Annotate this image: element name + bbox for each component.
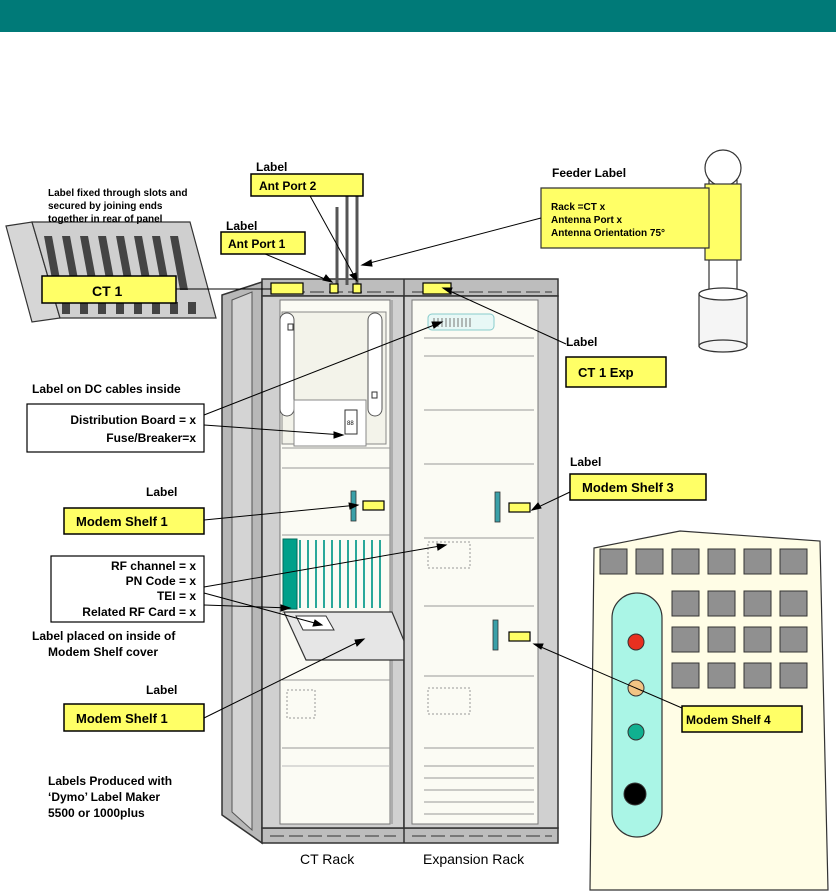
dymo-note-line-3: 5500 or 1000plus (48, 806, 145, 820)
feeder-line-3: Antenna Orientation 75° (551, 228, 665, 239)
modem-shelf-1-box-b (63, 703, 205, 732)
slot-note-line-1: Label fixed through slots and (48, 188, 187, 199)
label-word-modem-shelf-1a: Label (146, 485, 177, 499)
cable-tie-slot-panel (5, 221, 217, 323)
dymo-note-line-2: ‘Dymo’ Label Maker (48, 790, 160, 804)
modem-shelf-1a-text: Modem Shelf 1 (76, 514, 168, 529)
feeder-line-2: Antenna Port x (551, 215, 623, 226)
ant-port-1-box (220, 231, 306, 255)
header-bar (0, 0, 836, 32)
slot-note-line-3: together in rear of panel (48, 214, 163, 225)
modem-shelf-4-box (681, 705, 803, 733)
leader-lines (176, 193, 683, 719)
label-word-ct1-exp: Label (566, 335, 597, 349)
modem-shelf-4-text: Modem Shelf 4 (686, 713, 771, 727)
ant-port-2-box (250, 173, 364, 197)
rf-line-3: TEI = x (157, 589, 196, 603)
slot-note-line-2: secured by joining ends (48, 201, 163, 212)
modem-shelf-1b-text: Modem Shelf 1 (76, 711, 168, 726)
rf-line-4: Related RF Card = x (82, 605, 196, 619)
rf-label-box (50, 555, 205, 623)
modem-shelf-3-box (569, 473, 707, 501)
rack-enclosure: 88 (221, 180, 559, 845)
dc-cable-label-box (26, 403, 205, 453)
ct1-exp-text: CT 1 Exp (578, 365, 634, 380)
label-word-ant-port-1: Label (226, 219, 257, 233)
feeder-cable (540, 149, 748, 353)
feeder-label-title: Feeder Label (552, 166, 626, 180)
expansion-rack-caption: Expansion Rack (423, 851, 525, 867)
ct1-label-text: CT 1 (92, 283, 123, 299)
feeder-line-1: Rack =CT x (551, 202, 606, 213)
rf-line-2: PN Code = x (126, 574, 197, 588)
rf-line-1: RF channel = x (111, 559, 196, 573)
ant-port-1-text: Ant Port 1 (228, 237, 286, 251)
dc-line-2: Fuse/Breaker=x (106, 431, 196, 445)
svg-text:88: 88 (347, 421, 354, 427)
cover-note-line-2: Modem Shelf cover (48, 645, 158, 659)
label-word-modem-shelf-1b: Label (146, 683, 177, 697)
modem-shelf-3-text: Modem Shelf 3 (582, 480, 674, 495)
modem-shelf-1-box-a (63, 507, 205, 535)
ct1-exp-box (565, 356, 667, 388)
cover-note-line-1: Label placed on inside of (32, 629, 176, 643)
ct-rack-caption: CT Rack (300, 851, 355, 867)
dymo-note-line-1: Labels Produced with (48, 774, 172, 788)
label-word-modem-shelf-3: Label (570, 455, 601, 469)
ant-port-2-text: Ant Port 2 (259, 179, 317, 193)
label-word-ant-port-2: Label (256, 160, 287, 174)
dc-cable-title: Label on DC cables inside (32, 382, 181, 396)
dc-line-1: Distribution Board = x (70, 413, 196, 427)
